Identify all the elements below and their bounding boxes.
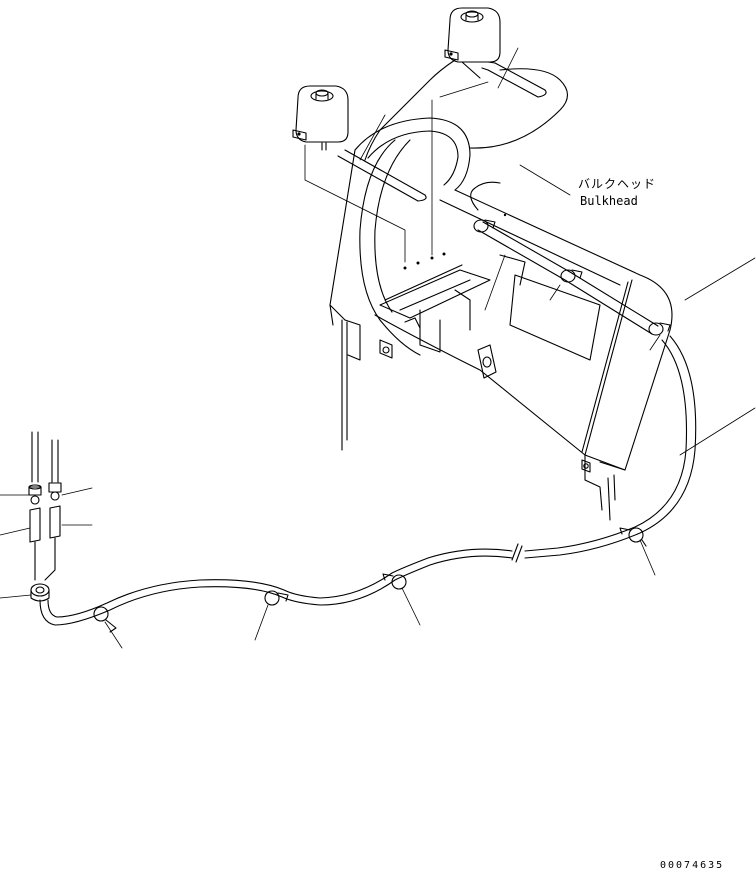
washer-hose-main <box>39 335 697 626</box>
hose-clip-lower-4 <box>93 606 117 633</box>
washer-motor-left <box>337 149 427 202</box>
hose-clip-lower-1 <box>619 527 647 547</box>
washer-tank-right <box>444 7 501 63</box>
bulkhead-label-japanese: バルクヘッド <box>578 177 656 191</box>
washer-motor-right <box>481 61 547 98</box>
bulkhead-label-english: Bulkhead <box>580 194 638 208</box>
leader-lines-upper <box>304 47 756 456</box>
bulkhead-hose-top <box>470 181 659 335</box>
hose-clip-bulkhead-1 <box>473 219 496 233</box>
washer-tank-left <box>292 85 349 143</box>
hose-clip-bulkhead-2 <box>560 269 583 283</box>
nozzle-joint-assembly <box>0 431 93 602</box>
hose-clip-lower-3 <box>264 590 289 606</box>
tank-outlet-pipes <box>321 59 481 161</box>
leader-lines-lower <box>104 539 656 649</box>
bulkhead-panel <box>329 68 673 521</box>
hose-clip-bulkhead-3 <box>648 322 671 336</box>
drawing-code: 00074635 <box>660 860 724 871</box>
hose-clip-lower-2 <box>382 573 407 590</box>
